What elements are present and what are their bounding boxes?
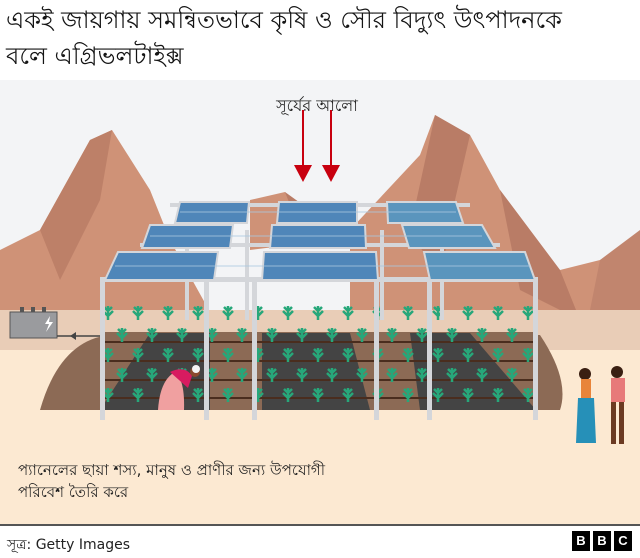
bbc-logo: B B C (572, 531, 632, 551)
sunlight-label: সূর্যের আলো (276, 96, 358, 115)
scene-graphic (0, 110, 640, 526)
caption-line-2: পরিবেশ তৈরি করে (18, 483, 129, 501)
source-credit: সূত্র: Getty Images (7, 537, 131, 553)
solar-panels (103, 201, 537, 281)
bbc-logo-letter: B (593, 531, 611, 551)
agrivoltaics-illustration: সূর্যের আলো প্যানেলের ছায়া শস্য, মানুষ … (0, 80, 640, 526)
page-title: একই জায়গায় সমন্বিতভাবে কৃষি ও সৌর বিদ্… (6, 2, 634, 74)
sunlight-arrows (294, 110, 340, 182)
caption: প্যানেলের ছায়া শস্য, মানুষ ও প্রাণীর জন… (18, 459, 518, 503)
title-line-2: বলে এগ্রিভলটাইক্স (6, 42, 184, 70)
title-line-1: একই জায়গায় সমন্বিতভাবে কৃষি ও সৌর বিদ্… (6, 6, 562, 34)
footer: সূত্র: Getty Images B B C (0, 524, 640, 558)
battery-icon (9, 307, 100, 340)
people-figures (576, 366, 625, 444)
bbc-logo-letter: C (614, 531, 632, 551)
bbc-logo-letter: B (572, 531, 590, 551)
caption-line-1: প্যানেলের ছায়া শস্য, মানুষ ও প্রাণীর জন… (18, 461, 326, 479)
farmer-figure (158, 365, 200, 410)
